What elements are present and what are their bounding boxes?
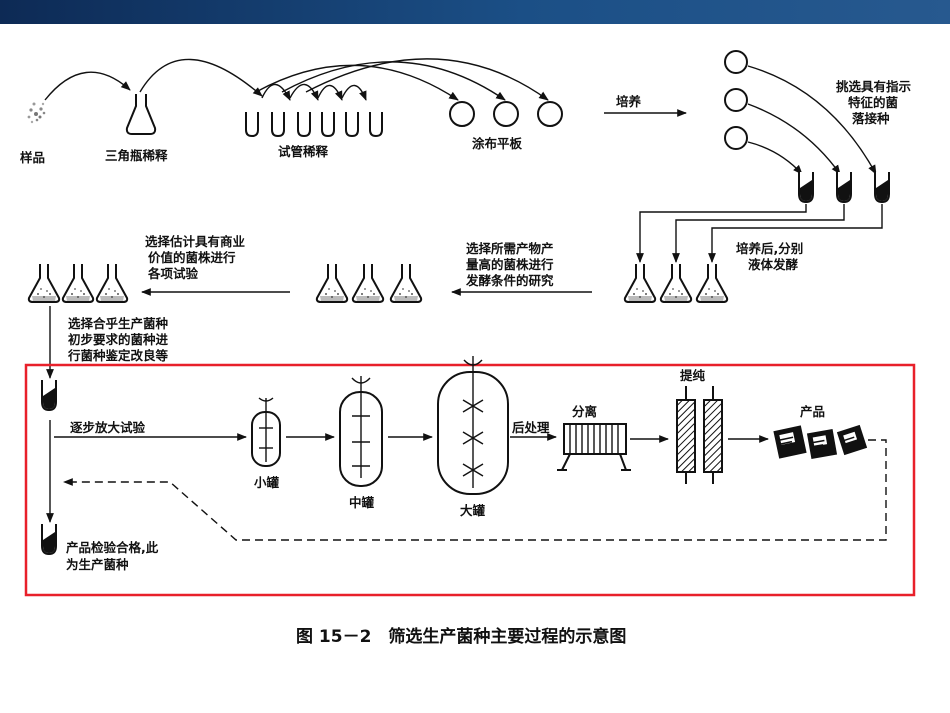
select-high-yield-line3: 发酵条件的研究: [465, 273, 554, 288]
select-marker-line1: 挑选具有指示: [836, 79, 912, 94]
select-high-yield-line2: 量高的菌株进行: [466, 257, 554, 272]
sample-label: 样品: [20, 150, 45, 165]
select-commercial-line1: 选择估计具有商业: [145, 234, 246, 249]
qualified-line1: 产品检验合格,此: [66, 540, 159, 555]
inoculated-tube-icons: [798, 171, 890, 203]
select-commercial-line3: 各项试验: [147, 266, 199, 281]
large-tank-label: 大罐: [460, 503, 486, 518]
plate-icons: [449, 101, 563, 127]
seed-tube-icon: [41, 379, 57, 411]
medium-tank-label: 中罐: [349, 495, 375, 510]
figure-caption: 图 15－2 筛选生产菌种主要过程的示意图: [296, 626, 626, 647]
header-bar: [0, 0, 950, 24]
trial-flask-icons: [27, 263, 129, 303]
tube-dilution-label: 试管稀释: [278, 144, 329, 159]
purification-column-icons: [676, 386, 723, 484]
plate-spread-label: 涂布平板: [472, 136, 523, 151]
post-processing-label: 后处理: [512, 420, 550, 435]
separation-label: 分离: [572, 404, 597, 419]
select-prod-line2: 初步要求的菌种进: [68, 332, 169, 347]
qualified-line2: 为生产菌种: [66, 557, 129, 572]
select-high-yield-line1: 选择所需产物产: [466, 241, 554, 256]
culture-label: 培养: [616, 94, 642, 109]
separator-icon: [557, 423, 631, 471]
small-tank-label: 小罐: [253, 475, 280, 490]
colony-plate-icons: [724, 50, 748, 150]
dilution-flask-icon: [125, 94, 157, 135]
after-culture-line1: 培养后,分别: [736, 241, 803, 256]
select-marker-line3: 落接种: [852, 111, 890, 126]
purification-label: 提纯: [680, 368, 706, 383]
large-tank-icon: [437, 356, 509, 495]
sample-icon: [27, 102, 46, 124]
product-package-icons: [773, 424, 868, 460]
test-tube-rack-icon: [245, 112, 383, 138]
product-label: 产品: [800, 404, 825, 419]
production-strain-tube-icon: [41, 523, 57, 555]
select-marker-line2: 特征的菌: [848, 95, 899, 110]
select-prod-line1: 选择合乎生产菌种: [68, 316, 168, 331]
after-culture-line2: 液体发酵: [748, 257, 799, 272]
small-tank-icon: [251, 397, 281, 467]
medium-tank-icon: [339, 376, 383, 487]
scale-up-label: 逐步放大试验: [70, 420, 146, 435]
fermentation-flask-icons: [623, 263, 729, 303]
flask-dilution-label: 三角瓶稀释: [105, 148, 168, 163]
select-commercial-line2: 价值的菌株进行: [148, 250, 236, 265]
select-prod-line3: 行菌种鉴定改良等: [67, 348, 169, 363]
study-flask-icons: [315, 263, 423, 303]
